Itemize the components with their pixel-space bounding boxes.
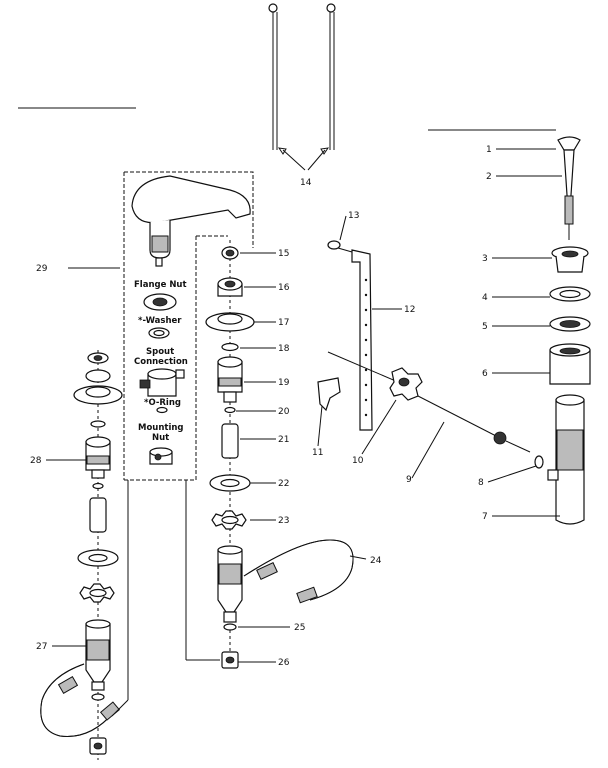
callout-26: 26 [278,658,290,668]
callout-4: 4 [482,293,488,303]
callout-27: 27 [36,642,47,652]
callout-20: 20 [278,407,290,417]
callout-28: 28 [30,456,42,466]
label-o-ring: *O-Ring [144,398,181,408]
callout-10: 10 [352,456,364,466]
lift-rods [268,3,336,171]
callout-19: 19 [278,378,290,388]
callout-5: 5 [482,322,488,332]
callout-17: 17 [278,318,289,328]
callout-29: 29 [36,264,48,274]
label-spout-connection-2: Connection [134,357,188,367]
callout-18: 18 [278,344,290,354]
callout-6: 6 [482,369,488,379]
callout-14: 14 [300,178,312,188]
supply-hose-right [243,539,354,604]
callout-23: 23 [278,516,289,526]
label-flange-nut: Flange Nut [134,280,187,290]
callout-8: 8 [478,478,484,488]
callout-1: 1 [486,145,492,155]
callout-16: 16 [278,283,290,293]
label-spout-connection-1: Spout [146,347,174,357]
spout-assembly-inset [68,171,254,481]
callout-leaders [46,148,562,663]
label-mounting-nut-2: Nut [152,433,169,443]
callout-7: 7 [482,512,488,522]
label-washer: *-Washer [138,316,182,326]
callout-11: 11 [312,448,323,458]
inset-labels: Flange Nut *-Washer Spout Connection *O-… [134,280,188,443]
callout-13: 13 [348,211,359,221]
callout-3: 3 [482,254,488,264]
callout-15: 15 [278,249,289,259]
callout-24: 24 [370,556,382,566]
left-valve-stack [40,350,129,760]
popup-linkage [317,240,544,469]
callout-25: 25 [294,623,305,633]
callout-12: 12 [404,305,415,315]
callout-21: 21 [278,435,289,445]
drain-assembly [547,136,591,525]
callout-numbers: 1 2 3 4 5 6 7 8 9 10 11 12 13 14 15 16 1… [30,145,492,668]
center-valve-stack [205,240,255,669]
label-mounting-nut-1: Mounting [138,423,184,433]
callout-9: 9 [406,475,412,485]
callout-2: 2 [486,172,492,182]
callout-22: 22 [278,479,289,489]
